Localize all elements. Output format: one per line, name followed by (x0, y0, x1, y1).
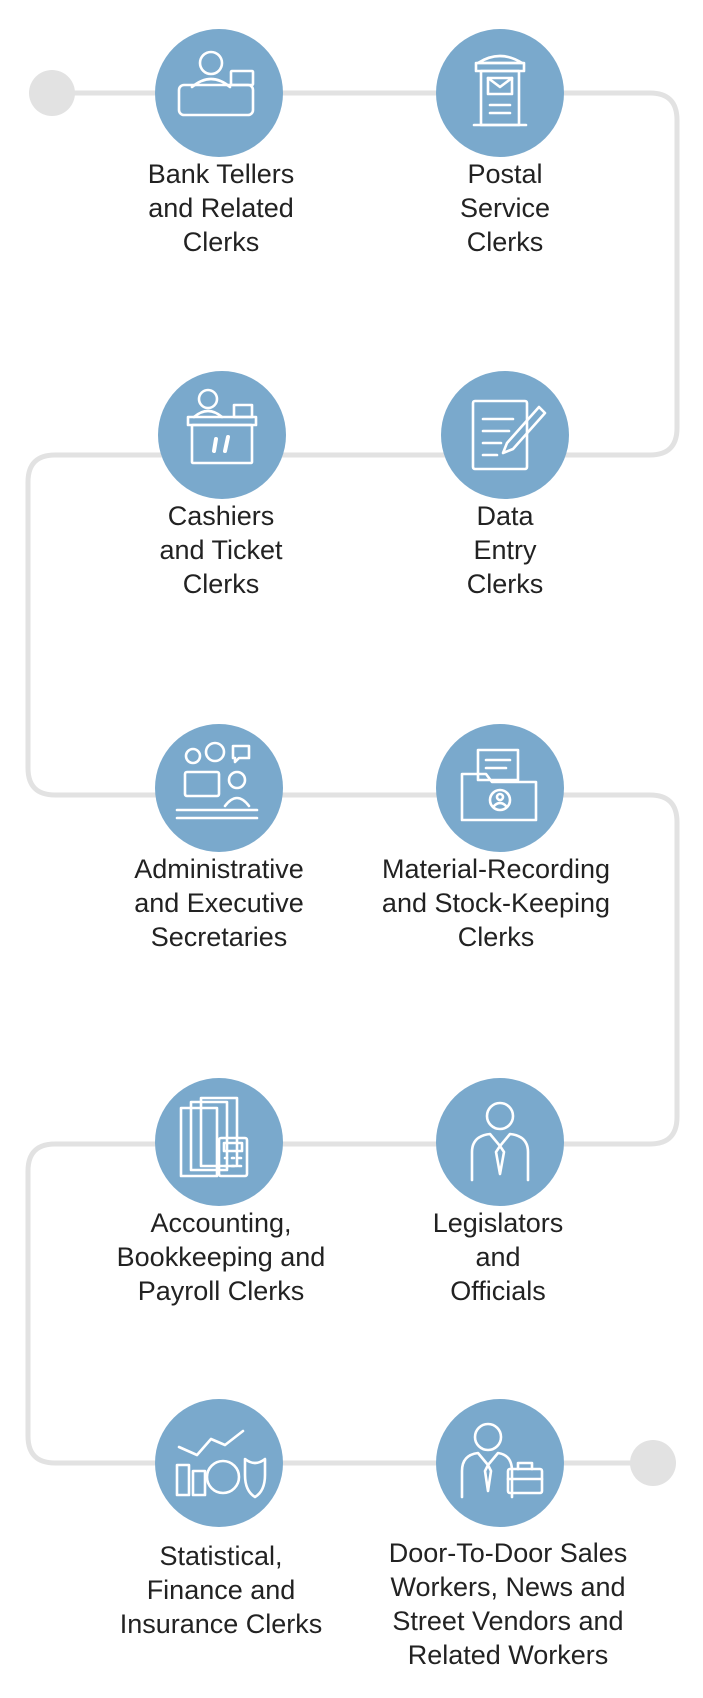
label-line: Administrative (134, 854, 304, 884)
label-line: Workers, News and (390, 1572, 625, 1602)
node-circle (158, 371, 286, 499)
label-line: and Executive (134, 888, 304, 918)
label-line: Data (476, 501, 534, 531)
node-circle (436, 1078, 564, 1206)
label-line: Secretaries (151, 922, 288, 952)
label-line: Bookkeeping and (117, 1242, 326, 1272)
label-line: Insurance Clerks (120, 1609, 323, 1639)
label-line: Bank Tellers (148, 159, 295, 189)
start-node (29, 70, 75, 116)
label-line: Clerks (183, 569, 260, 599)
label-line: Payroll Clerks (138, 1276, 305, 1306)
label-line: Clerks (458, 922, 535, 952)
label-line: Entry (473, 535, 537, 565)
label-line: Clerks (183, 227, 260, 257)
label-line: Material-Recording (382, 854, 610, 884)
label-line: Officials (450, 1276, 546, 1306)
label-line: and Related (148, 193, 294, 223)
label-line: Cashiers (168, 501, 275, 531)
label-line: Street Vendors and (392, 1606, 623, 1636)
label-line: Related Workers (408, 1640, 609, 1670)
label-line: Postal (467, 159, 542, 189)
connector-path (25, 90, 680, 1466)
label-line: Service (460, 193, 550, 223)
end-node (630, 1440, 676, 1486)
label-line: Legislators (433, 1208, 564, 1238)
label-line: and (475, 1242, 520, 1272)
label-line: and Ticket (159, 535, 283, 565)
node-circle (436, 1399, 564, 1527)
label-line: Clerks (467, 569, 544, 599)
label-line: Finance and (147, 1575, 296, 1605)
node-circle (436, 724, 564, 852)
label-line: Door-To-Door Sales (389, 1538, 628, 1568)
label-line: and Stock-Keeping (382, 888, 610, 918)
label-line: Statistical, (159, 1541, 282, 1571)
node-circle (155, 29, 283, 157)
node-circle (441, 371, 569, 499)
label-line: Clerks (467, 227, 544, 257)
label-line: Accounting, (150, 1208, 291, 1238)
